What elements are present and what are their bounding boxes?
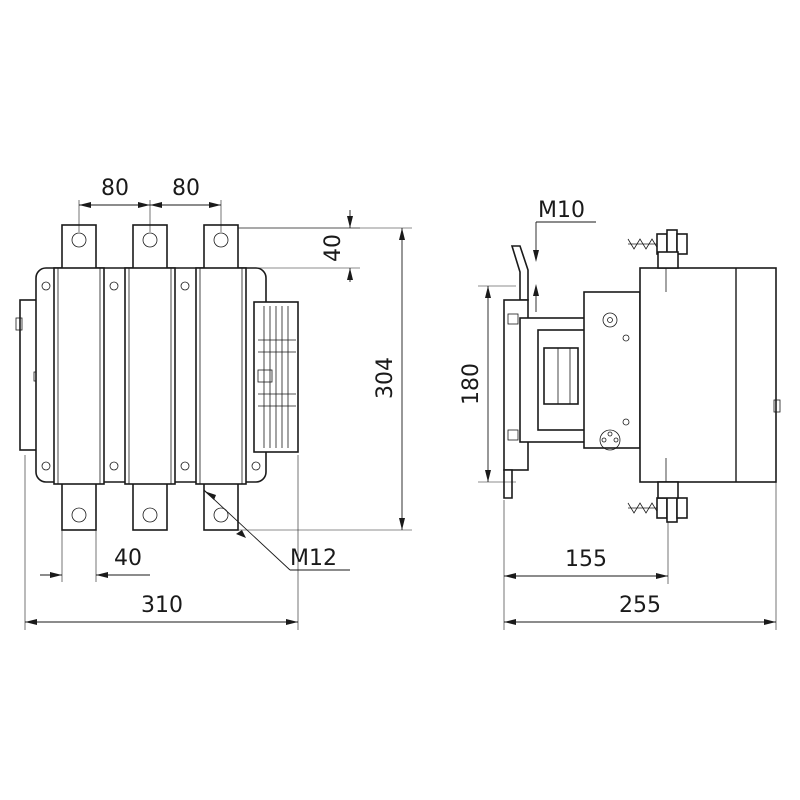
side-front-housing — [639, 267, 777, 483]
m10-label: M10 — [538, 198, 585, 223]
pole-3-housing — [195, 267, 247, 485]
dim-pitch-label-1: 80 — [101, 176, 129, 201]
dim-mounting-height-label: 180 — [459, 363, 484, 405]
pole-3-bottom-hole — [213, 507, 229, 523]
pole-3-top-hole — [213, 232, 229, 248]
dim-pole-pitch: 80 80 — [78, 176, 222, 232]
front-screw-tl — [41, 281, 51, 291]
side-coil-terminal — [599, 429, 621, 451]
pole-2-bottom-hole — [142, 507, 158, 523]
side-view: M10 180 155 255 — [459, 198, 781, 630]
dim-overall-width: 310 — [24, 455, 299, 630]
dim-depth-overall-label: 255 — [619, 593, 661, 618]
dim-pitch-label-2: 80 — [172, 176, 200, 201]
side-terminal-top — [657, 251, 679, 269]
dim-overall-height-label: 304 — [373, 357, 398, 399]
pole-1-bottom-hole — [71, 507, 87, 523]
pole-2-bottom-terminal — [132, 479, 168, 531]
dim-terminal-height: 40 — [238, 210, 360, 282]
pole-3-bottom-terminal — [203, 479, 239, 531]
m12-callout: M12 — [203, 489, 350, 571]
side-housing-tab — [773, 399, 781, 413]
dim-overall-width-label: 310 — [141, 593, 183, 618]
pole-2-top-hole — [142, 232, 158, 248]
m10-callout: M10 — [533, 198, 596, 312]
pole-1-bottom-terminal — [61, 479, 97, 531]
front-screw-br — [251, 461, 261, 471]
side-adjust-screw — [602, 312, 618, 328]
pole-1-top-hole — [71, 232, 87, 248]
dim-depth-overall: 255 — [504, 482, 777, 630]
side-bracket-top — [510, 245, 529, 301]
front-screw-bl — [41, 461, 51, 471]
dim-depth-partial-label: 155 — [565, 547, 607, 572]
m12-label: M12 — [290, 546, 337, 571]
front-pole-3 — [195, 224, 247, 531]
front-pole-1 — [53, 224, 105, 531]
side-middle-case — [583, 291, 641, 449]
side-armature — [543, 347, 579, 405]
pole-1-housing — [53, 267, 105, 485]
side-bracket-bottom — [503, 469, 513, 499]
side-terminal-bottom — [657, 481, 679, 499]
dim-depth-partial: 155 — [503, 500, 669, 630]
dim-mounting-height: 180 — [459, 285, 516, 483]
dim-terminal-height-label: 40 — [321, 234, 346, 262]
dim-terminal-width: 40 — [40, 530, 150, 582]
dim-overall-height: 304 — [238, 227, 412, 531]
front-view: 80 80 40 304 — [15, 176, 412, 630]
dim-terminal-width-label: 40 — [114, 546, 142, 571]
front-flange-tab — [15, 317, 23, 331]
pole-2-housing — [124, 267, 176, 485]
front-pole-2 — [124, 224, 176, 531]
